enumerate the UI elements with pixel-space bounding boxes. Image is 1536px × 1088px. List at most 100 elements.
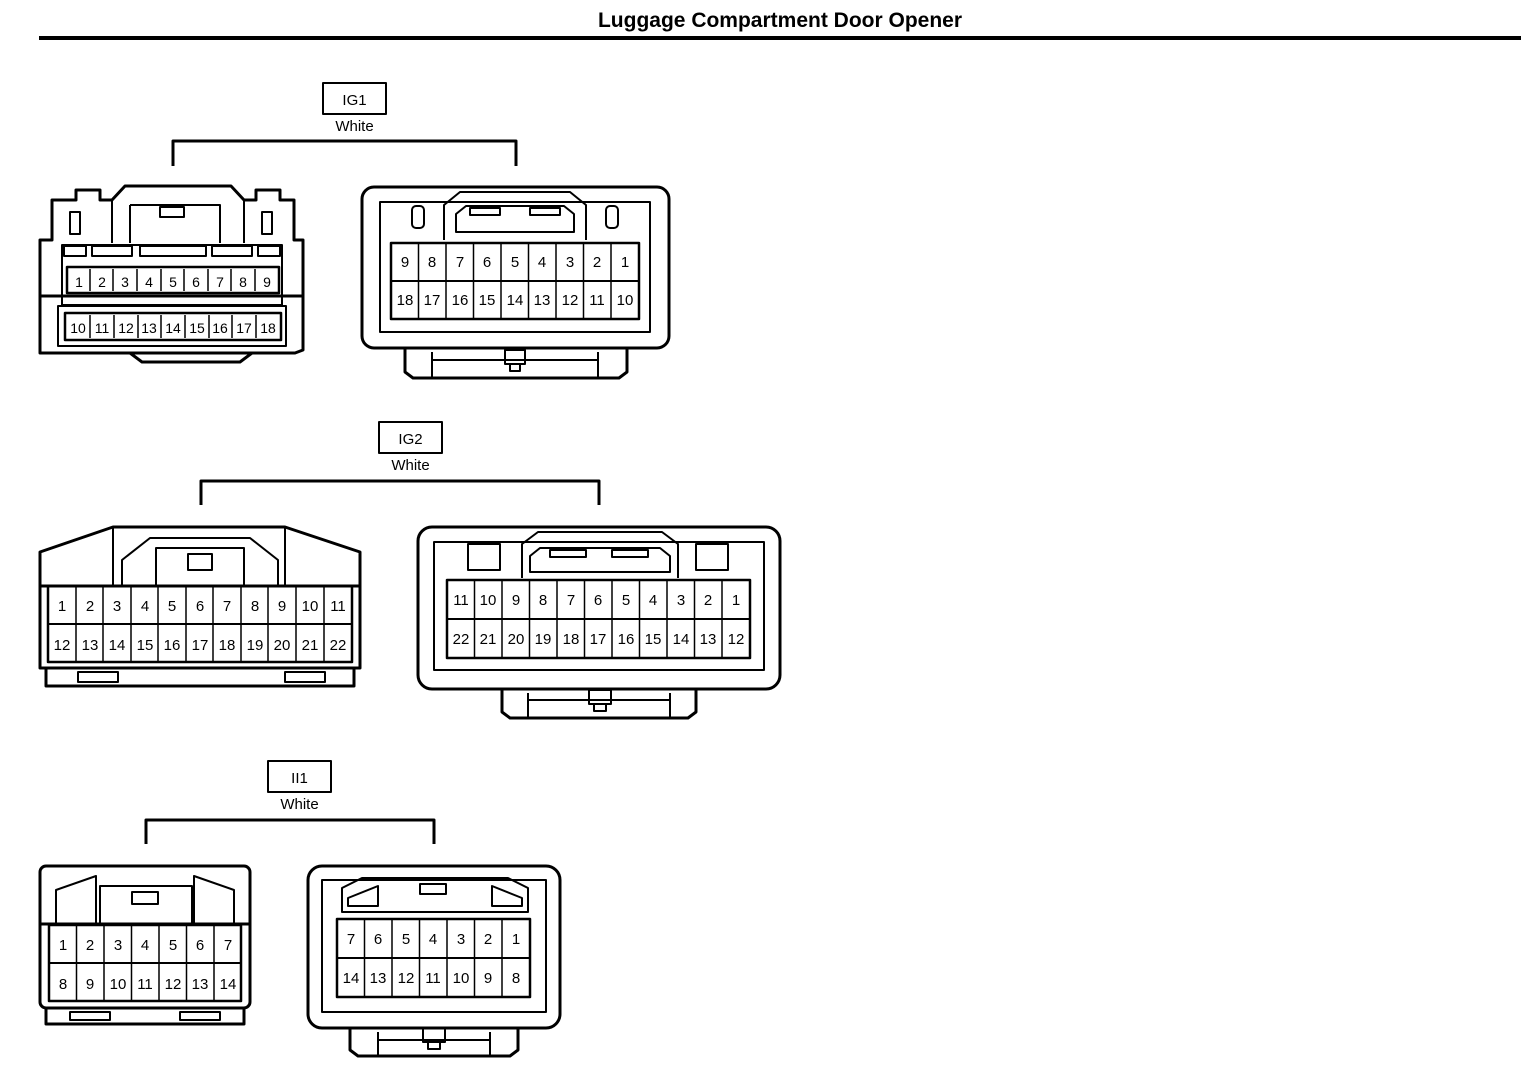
pin-label: 9 <box>512 592 520 609</box>
pin-label: 3 <box>121 274 129 290</box>
connector-code-label: IG2 <box>398 431 422 448</box>
pin-label: 17 <box>236 320 252 336</box>
female-pin-grid: 9 8 7 6 5 4 3 2 1 18 17 16 15 14 13 12 1… <box>389 241 641 321</box>
pin-label: 13 <box>370 970 387 987</box>
pin-label: 22 <box>330 637 347 654</box>
male-pin-row-top: 1 2 3 4 5 6 7 <box>59 937 232 954</box>
pin-label: 3 <box>457 931 465 948</box>
male-pin-row-bottom: 12 13 14 15 16 17 18 19 20 21 22 <box>54 637 347 654</box>
pin-label: 1 <box>75 274 83 290</box>
pin-label: 16 <box>212 320 228 336</box>
male-pin-grid: 1 2 3 4 5 6 7 8 9 10 11 12 13 14 15 16 1… <box>46 584 354 664</box>
pin-label: 9 <box>263 274 271 290</box>
pin-label: 1 <box>59 937 67 954</box>
pin-label: 22 <box>453 631 470 648</box>
female-pin-row-top: 9 8 7 6 5 4 3 2 1 <box>401 254 629 271</box>
pin-label: 4 <box>141 598 149 615</box>
pin-label: 6 <box>192 274 200 290</box>
pin-label: 17 <box>192 637 209 654</box>
page-title: Luggage Compartment Door Opener <box>597 9 963 32</box>
pin-label: 20 <box>274 637 291 654</box>
pin-label: 14 <box>109 637 126 654</box>
pairing-bracket <box>199 479 601 505</box>
pin-label: 8 <box>428 254 436 271</box>
pin-label: 14 <box>673 631 690 648</box>
connector-group-ii1: II1 White 1 2 3 4 5 6 7 <box>38 760 562 1058</box>
male-pin-row-bottom: 8 9 10 11 12 13 14 <box>59 976 237 993</box>
pin-label: 2 <box>593 254 601 271</box>
pin-label: 12 <box>562 292 579 309</box>
pin-label: 7 <box>567 592 575 609</box>
connector-code-box <box>322 82 387 115</box>
pin-label: 10 <box>617 292 634 309</box>
pin-label: 3 <box>113 598 121 615</box>
pin-label: 18 <box>563 631 580 648</box>
pin-label: 14 <box>343 970 360 987</box>
pin-label: 21 <box>480 631 497 648</box>
pin-label: 9 <box>484 970 492 987</box>
pin-label: 14 <box>165 320 181 336</box>
pin-label: 4 <box>429 931 437 948</box>
pin-label: 15 <box>645 631 662 648</box>
pin-label: 1 <box>512 931 520 948</box>
pin-label: 3 <box>114 937 122 954</box>
pin-label: 6 <box>196 598 204 615</box>
pin-label: 13 <box>192 976 209 993</box>
pin-label: 11 <box>453 592 469 609</box>
pin-label: 18 <box>219 637 236 654</box>
pin-label: 10 <box>480 592 497 609</box>
female-pin-row-bottom: 14 13 12 11 10 9 8 <box>343 970 521 987</box>
pin-label: 5 <box>511 254 519 271</box>
pin-label: 5 <box>169 937 177 954</box>
pin-label: 1 <box>621 254 629 271</box>
pin-label: 5 <box>402 931 410 948</box>
pin-label: 16 <box>164 637 181 654</box>
connector-group-ig1: IG1 White 1 2 3 <box>38 82 671 380</box>
connector-color-label: White <box>391 457 429 474</box>
female-pin-row-bottom: 18 17 16 15 14 13 12 11 10 <box>397 292 634 309</box>
pin-label: 7 <box>224 937 232 954</box>
pin-label: 2 <box>98 274 106 290</box>
pin-label: 9 <box>401 254 409 271</box>
pin-label: 11 <box>425 970 441 987</box>
pin-label: 6 <box>594 592 602 609</box>
pin-label: 18 <box>397 292 414 309</box>
pin-label: 12 <box>118 320 134 336</box>
pin-label: 7 <box>456 254 464 271</box>
pin-label: 8 <box>539 592 547 609</box>
pin-label: 1 <box>58 598 66 615</box>
connector-code-label: IG1 <box>342 92 366 109</box>
pin-label: 16 <box>452 292 469 309</box>
female-pin-row-top: 7 6 5 4 3 2 1 <box>347 931 520 948</box>
connector-code-box <box>378 421 443 454</box>
pin-label: 2 <box>86 598 94 615</box>
pin-label: 20 <box>508 631 525 648</box>
male-connector-body <box>38 184 305 364</box>
pin-label: 6 <box>374 931 382 948</box>
male-pin-grid: 1 2 3 4 5 6 7 8 9 10 11 12 13 14 15 16 1… <box>63 265 283 342</box>
male-pin-row-bottom: 10 11 12 13 14 15 16 17 18 <box>70 315 276 338</box>
pin-label: 11 <box>330 598 346 615</box>
connector-code-label: II1 <box>291 770 308 787</box>
pin-label: 5 <box>168 598 176 615</box>
pin-label: 13 <box>82 637 99 654</box>
female-pin-row-top: 11 10 9 8 7 6 5 4 3 2 1 <box>453 592 740 609</box>
pin-label: 18 <box>260 320 276 336</box>
pairing-bracket <box>171 139 518 166</box>
pin-label: 12 <box>54 637 71 654</box>
pin-label: 11 <box>95 320 110 336</box>
pin-label: 12 <box>165 976 182 993</box>
male-pin-grid: 1 2 3 4 5 6 7 8 9 10 11 12 13 14 <box>47 923 243 1003</box>
pin-label: 15 <box>137 637 154 654</box>
pin-label: 4 <box>141 937 149 954</box>
pin-label: 2 <box>704 592 712 609</box>
pin-label: 4 <box>538 254 546 271</box>
pairing-bracket <box>144 818 436 844</box>
pin-label: 17 <box>590 631 607 648</box>
pin-label: 5 <box>169 274 177 290</box>
pin-label: 9 <box>278 598 286 615</box>
pin-label: 13 <box>534 292 551 309</box>
pin-label: 16 <box>618 631 635 648</box>
pin-label: 4 <box>145 274 153 290</box>
